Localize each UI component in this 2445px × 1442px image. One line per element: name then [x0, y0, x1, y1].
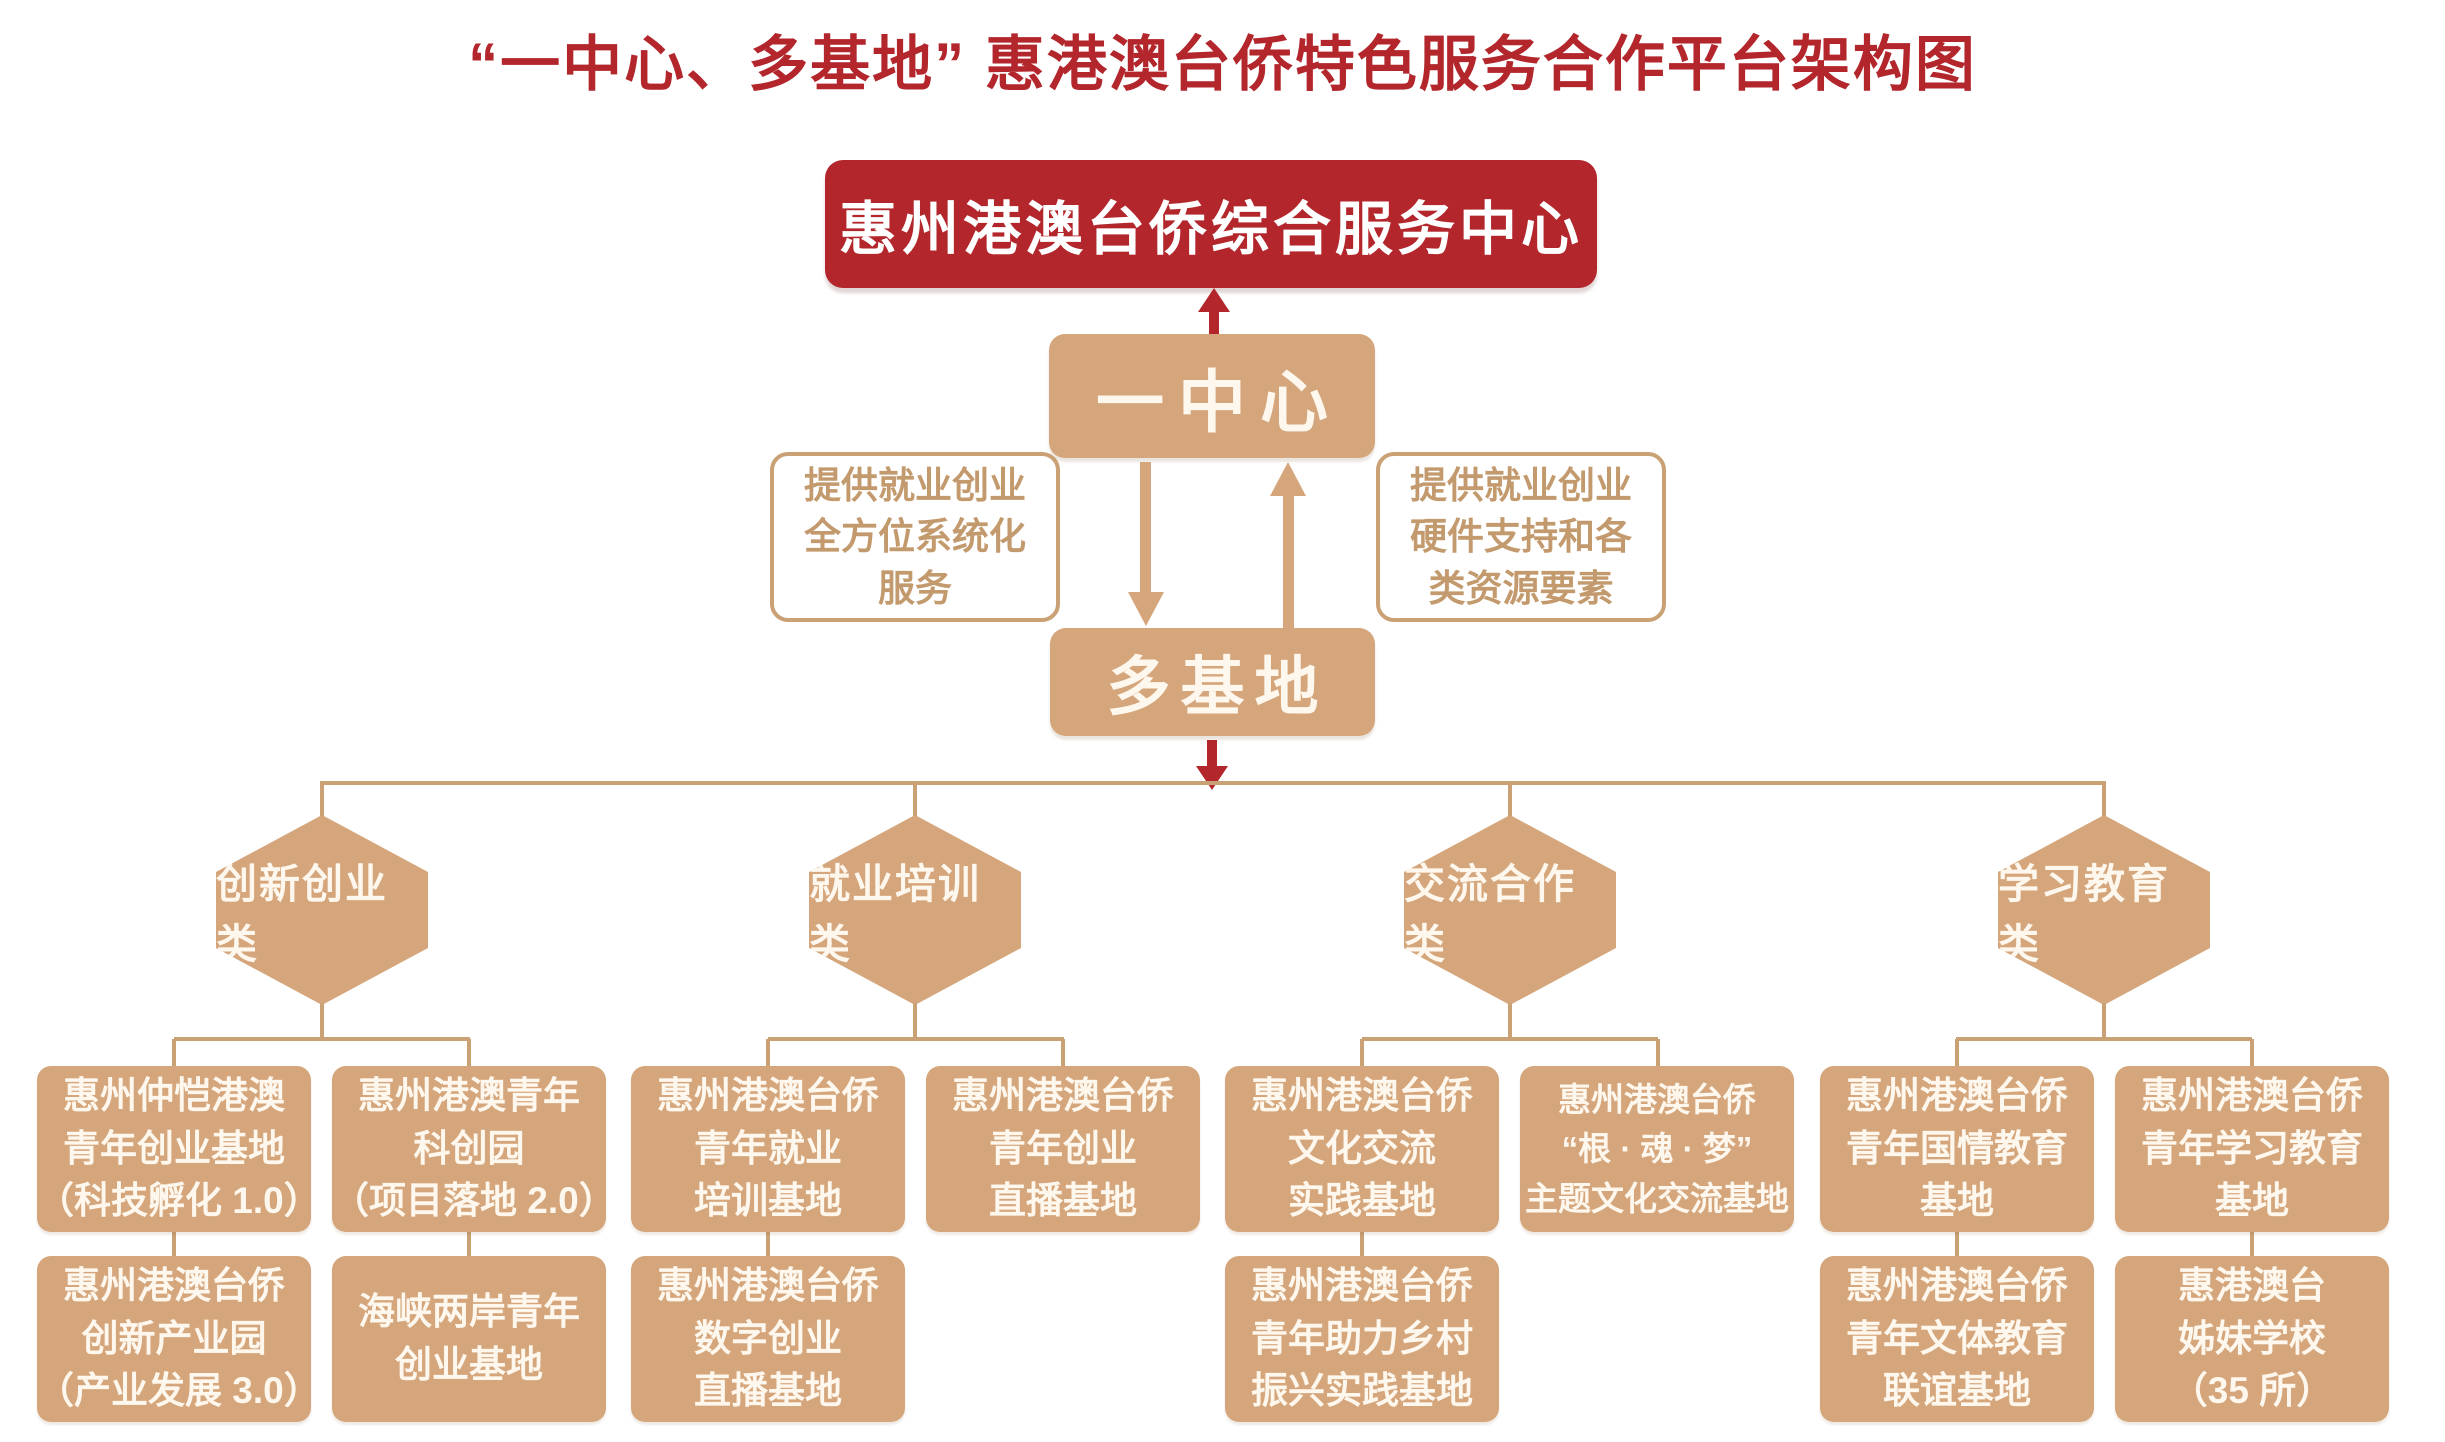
- down-arrow-tan-shaft: [1140, 462, 1151, 594]
- connector-line: [2102, 781, 2106, 817]
- connector-line: [467, 1232, 471, 1256]
- base-box-culture-exchange: 惠州港澳台侨 文化交流 实践基地: [1225, 1066, 1499, 1232]
- connector-line: [768, 1037, 1064, 1041]
- base-box-zhongkai-startup: 惠州仲恺港澳 青年创业基地 （科技孵化 1.0）: [37, 1066, 321, 1232]
- hexagon-exchange: 交流合作类: [1404, 815, 1616, 1005]
- up-arrow-tan-icon: [1270, 462, 1306, 496]
- connector-line: [320, 1003, 324, 1039]
- connector-line: [1955, 1039, 1959, 1066]
- up-arrow-red-icon: [1198, 288, 1230, 312]
- note-left: 提供就业创业 全方位系统化 服务: [770, 452, 1060, 622]
- note-right: 提供就业创业 硬件支持和各 类资源要素: [1376, 452, 1666, 622]
- base-box-tech-park: 惠州港澳青年 科创园 （项目落地 2.0）: [332, 1066, 616, 1232]
- down-arrow-red-icon: [1196, 766, 1228, 790]
- connector-line: [913, 1003, 917, 1039]
- base-box-sports-education: 惠州港澳台侨 青年文体教育 联谊基地: [1820, 1256, 2094, 1422]
- connector-line: [1362, 1037, 1658, 1041]
- connector-line: [2102, 1003, 2106, 1039]
- connector-line: [2250, 1039, 2254, 1066]
- connector-line: [1360, 1232, 1364, 1256]
- connector-line: [1360, 1039, 1364, 1066]
- connector-line: [172, 1232, 176, 1256]
- hexagon-employment: 就业培训类: [809, 815, 1021, 1005]
- base-box-rural-revitalization: 惠州港澳台侨 青年助力乡村 振兴实践基地: [1225, 1256, 1499, 1422]
- connector-line: [1508, 1003, 1512, 1039]
- connector-line: [913, 781, 917, 817]
- connector-line: [766, 1039, 770, 1066]
- base-box-employment-training: 惠州港澳台侨 青年就业 培训基地: [631, 1066, 905, 1232]
- connector-line: [1656, 1039, 1660, 1066]
- base-box-gen-hun-meng: 惠州港澳台侨 “根 · 魂 · 梦” 主题文化交流基地: [1520, 1066, 1794, 1232]
- connector-line: [174, 1037, 470, 1041]
- up-arrow-red-shaft: [1209, 310, 1219, 336]
- base-box-digital-livestream: 惠州港澳台侨 数字创业 直播基地: [631, 1256, 905, 1422]
- connector-line: [766, 1232, 770, 1256]
- hexagon-education: 学习教育类: [1998, 815, 2210, 1005]
- connector-line: [320, 781, 324, 817]
- base-box-startup-livestream: 惠州港澳台侨 青年创业 直播基地: [926, 1066, 1200, 1232]
- base-box-innovation-park: 惠州港澳台侨 创新产业园 （产业发展 3.0）: [37, 1256, 321, 1422]
- base-box-cross-strait: 海峡两岸青年 创业基地: [332, 1256, 606, 1422]
- connector-line: [1956, 1037, 2252, 1041]
- up-arrow-tan-shaft: [1283, 494, 1294, 628]
- multi-base-box: 多基地: [1050, 628, 1375, 736]
- base-box-study-education: 惠州港澳台侨 青年学习教育 基地: [2115, 1066, 2389, 1232]
- connector-line: [467, 1039, 471, 1066]
- service-center-box: 惠州港澳台侨综合服务中心: [825, 160, 1597, 288]
- base-box-sister-schools: 惠港澳台 姊妹学校 （35 所）: [2115, 1256, 2389, 1422]
- connector-line: [1508, 781, 1512, 817]
- down-arrow-tan-icon: [1128, 592, 1164, 626]
- connector-line: [2250, 1232, 2254, 1256]
- connector-line: [172, 1039, 176, 1066]
- connector-line: [322, 781, 2106, 785]
- page-title: “一中心、多基地” 惠港澳台侨特色服务合作平台架构图: [468, 31, 1977, 98]
- base-box-national-education: 惠州港澳台侨 青年国情教育 基地: [1820, 1066, 2094, 1232]
- down-arrow-red-shaft: [1207, 740, 1217, 768]
- one-center-box: 一中心: [1049, 334, 1375, 458]
- connector-line: [1061, 1039, 1065, 1066]
- connector-line: [1955, 1232, 1959, 1256]
- hexagon-innovation: 创新创业类: [216, 815, 428, 1005]
